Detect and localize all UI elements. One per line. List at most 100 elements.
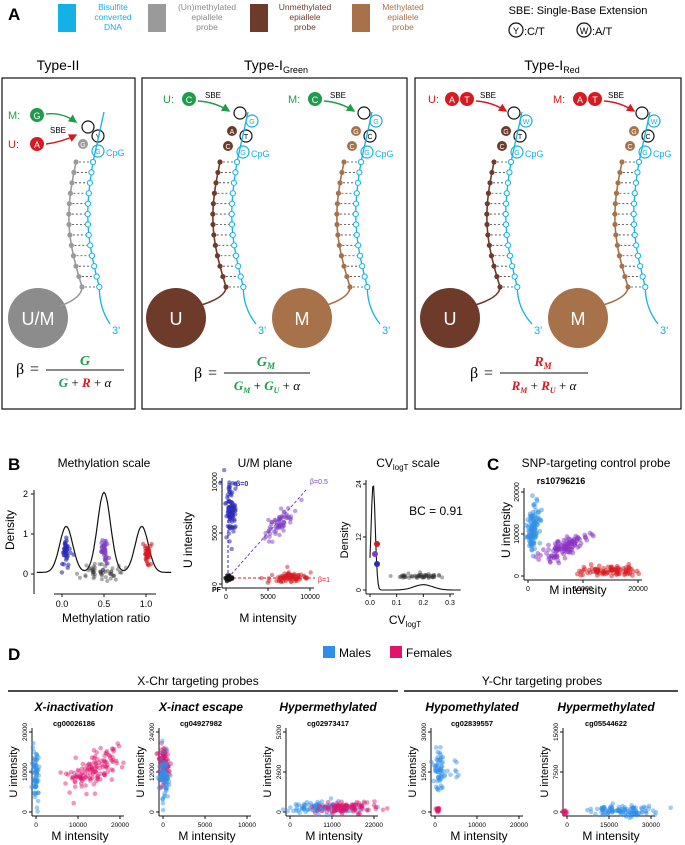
d0-point [30,778,36,783]
d3-point [435,809,440,815]
type-ii-sbe-empty [81,120,95,134]
c-xtick-label: 20000 [628,586,648,593]
d1-point [157,776,163,781]
d2-point [338,809,343,814]
c-point-blue [526,538,532,544]
d0-point [33,760,38,766]
d3-point [433,745,439,750]
d1-point [163,750,168,755]
cv-point-gray [421,575,426,580]
d4-point [629,803,634,808]
d3-point [436,807,441,813]
green-m-g2-label: G [364,150,369,157]
red-u-t-label: T [464,95,470,105]
d2-point [339,803,344,809]
d2-point [312,810,318,816]
d0-point [80,773,86,778]
um-point-blue [225,492,231,497]
green-u-target-nt [229,231,236,239]
d1-point [162,767,168,773]
d1-point [161,758,167,764]
d2-point [343,808,348,813]
box-type-i-red [414,77,682,410]
d2-point [312,806,318,811]
d1-point [164,788,169,793]
d2-point [343,806,348,811]
d2-point [322,806,328,811]
ms-point-red [145,548,150,554]
d0-point [32,775,38,781]
um-point-blue [229,546,234,552]
um-point-purple [268,531,273,536]
green-u-sbe-empty [233,106,247,120]
c-probe: rs10796216 [537,476,586,486]
um-point-purple [277,525,282,531]
formula-green-den-m: M [242,386,251,395]
cv-density-curve [369,485,461,591]
d2-point [332,808,338,814]
d2-point [331,805,337,811]
red-m-target-nt [639,273,646,280]
d-category-2: Hypermethylated [279,700,377,714]
formula-ii-beta: β [16,361,24,378]
d2-point [296,808,301,813]
d3-point [438,776,444,782]
d2-point [319,808,325,814]
d1-point [163,776,169,781]
d0-point [119,765,125,770]
red-u-arrow [475,100,508,112]
d2-point [361,799,367,805]
red-u-target-nt [502,200,510,207]
cv-point-gray [432,574,437,579]
d1-point [162,753,168,759]
type-ii-u-base: A [34,140,40,150]
type-ii-target-nt [89,158,97,166]
cv-ytick-label: 24 [356,480,363,488]
type-ii-u-circle [30,137,44,151]
d0-point [83,775,89,780]
d0-point [83,783,88,788]
type-ii-target-nt [86,179,94,186]
d0-point [99,758,104,763]
d1-point [162,774,167,779]
formula-red-den-r1: R [511,378,521,393]
c-xlabel: M intensity [549,583,606,597]
red-m-t [588,92,602,106]
cv-point-gray [407,575,412,580]
d1-point [160,777,165,782]
d2-point [339,807,344,813]
d1-point [165,752,171,757]
d2-point [319,804,325,810]
d2-point [294,803,300,808]
um-ytick-label: 5000 [212,525,219,541]
d2-point [325,802,330,808]
d4-point [603,809,608,815]
type-ii-target-nt [85,231,92,239]
d4-point [588,809,594,815]
d4-point [618,811,624,817]
d4-point [610,801,615,806]
type-ii-target-nt [85,190,92,197]
legend-tan-line3: probe [392,22,414,32]
green-m-probe-nt [339,169,345,176]
d2-point [324,812,330,818]
um-point-purple [270,539,275,544]
d1-point [158,757,164,763]
um-point-blue [226,498,231,503]
ms-point-gray [90,568,95,573]
cv-point-gray [418,570,423,575]
ms-point-gray [109,569,114,574]
d-category-4: Hypermethylated [557,700,655,714]
d3-point [435,807,440,812]
d4-point [620,809,626,815]
d1-point [164,777,170,782]
d0-point [93,769,98,774]
red-u-target-nt [505,242,512,249]
d4-point [599,810,604,815]
d4-point [564,811,569,817]
green-bead-m [272,288,332,348]
d3-ytick-label: 30000 [421,723,428,741]
d1-point [162,758,168,763]
d3-point [454,769,459,774]
